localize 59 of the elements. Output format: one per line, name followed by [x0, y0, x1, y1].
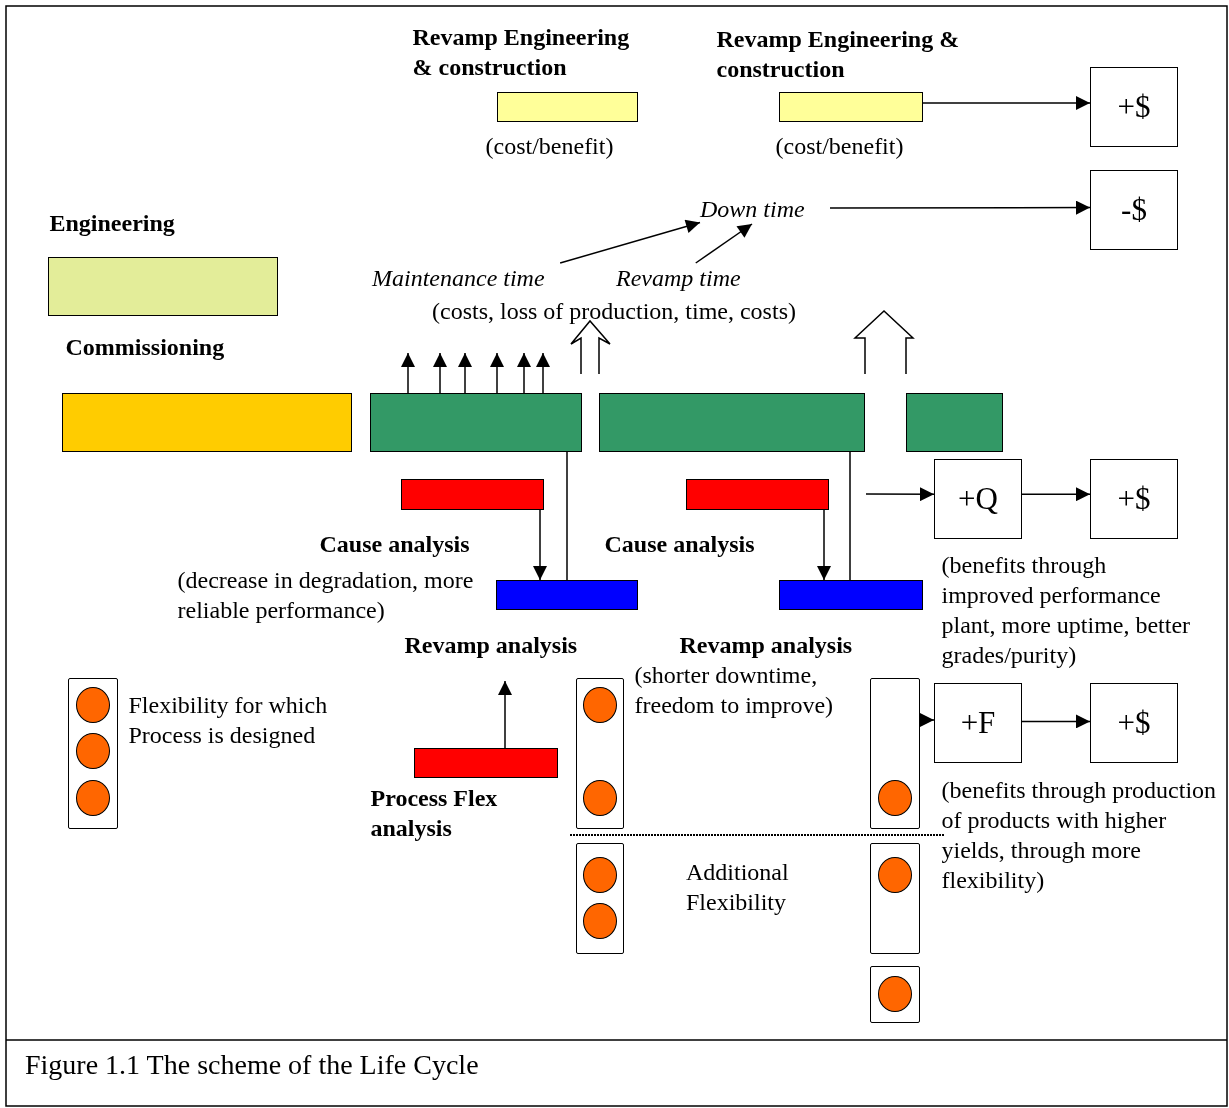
arrow [458, 352, 472, 394]
value-label: +$ [1116, 706, 1152, 740]
caption-note: (cost/benefit) [775, 131, 905, 161]
operation-bar [599, 393, 865, 452]
value-label: +Q [957, 482, 999, 516]
value-box [1090, 459, 1178, 539]
flexibility-column [870, 678, 920, 829]
arrow [559, 219, 701, 264]
caption-heading: Cause analysis [319, 529, 471, 559]
time-label: Revamp time [616, 263, 761, 293]
operation-bar [370, 393, 582, 452]
caption-heading: Process Flex analysis [370, 783, 499, 843]
flexibility-column [870, 843, 920, 954]
arrow [517, 352, 531, 394]
caption-heading: Revamp Engineering & construction [412, 22, 631, 82]
note-text: (costs, loss of production, time, costs) [432, 297, 797, 326]
arrow [865, 487, 935, 502]
arrow [490, 352, 504, 394]
value-box [1090, 683, 1178, 763]
arrow [433, 352, 447, 394]
flexibility-column [576, 843, 624, 954]
arrow [919, 713, 935, 727]
arrow [533, 509, 547, 581]
arrow [829, 200, 1091, 215]
caption-heading: Cause analysis [604, 529, 756, 559]
flexibility-column [576, 678, 624, 829]
value-label: -$ [1120, 193, 1148, 227]
arrow [1021, 487, 1091, 502]
operation-bar [906, 393, 1003, 452]
time-label: Down time [700, 194, 830, 224]
time-label: Maintenance time [372, 263, 568, 293]
caption-heading: Revamp analysis [679, 630, 854, 660]
section-label: Additional Flexibility [686, 858, 790, 917]
caption-note: (cost/benefit) [485, 131, 615, 161]
caption-heading: Revamp analysis [404, 630, 579, 660]
connector-line [566, 451, 568, 581]
arrow [536, 352, 550, 394]
caption-note: (shorter downtime, freedom to improve) [634, 660, 835, 720]
arrow [695, 223, 753, 264]
arrow [1021, 714, 1091, 729]
caption-heading: Engineering [49, 208, 176, 238]
caption-note: Flexibility for which Process is designed [128, 690, 329, 750]
caption-note: (benefits through production of products with higher yields, through more flexibility) [941, 775, 1217, 895]
value-box [1090, 170, 1178, 250]
arrow [922, 96, 1091, 110]
arrow [401, 352, 415, 394]
flexibility-column [870, 966, 920, 1023]
caption-heading: Commissioning [65, 332, 226, 362]
caption-note: (decrease in degradation, more reliable performance) [177, 565, 475, 625]
value-box [1090, 67, 1178, 147]
value-label: +F [959, 706, 997, 740]
value-label: +$ [1116, 90, 1152, 124]
connector-line [849, 451, 851, 581]
caption-note: (benefits through improved performance plant, more uptime, better grades/purity) [941, 550, 1192, 670]
figure-caption: Figure 1.1 The scheme of the Life Cycle [25, 1050, 479, 1080]
arrow [498, 680, 512, 749]
caption-heading: Revamp Engineering & construction [716, 24, 961, 84]
value-label: +$ [1116, 482, 1152, 516]
arrow [817, 509, 831, 581]
